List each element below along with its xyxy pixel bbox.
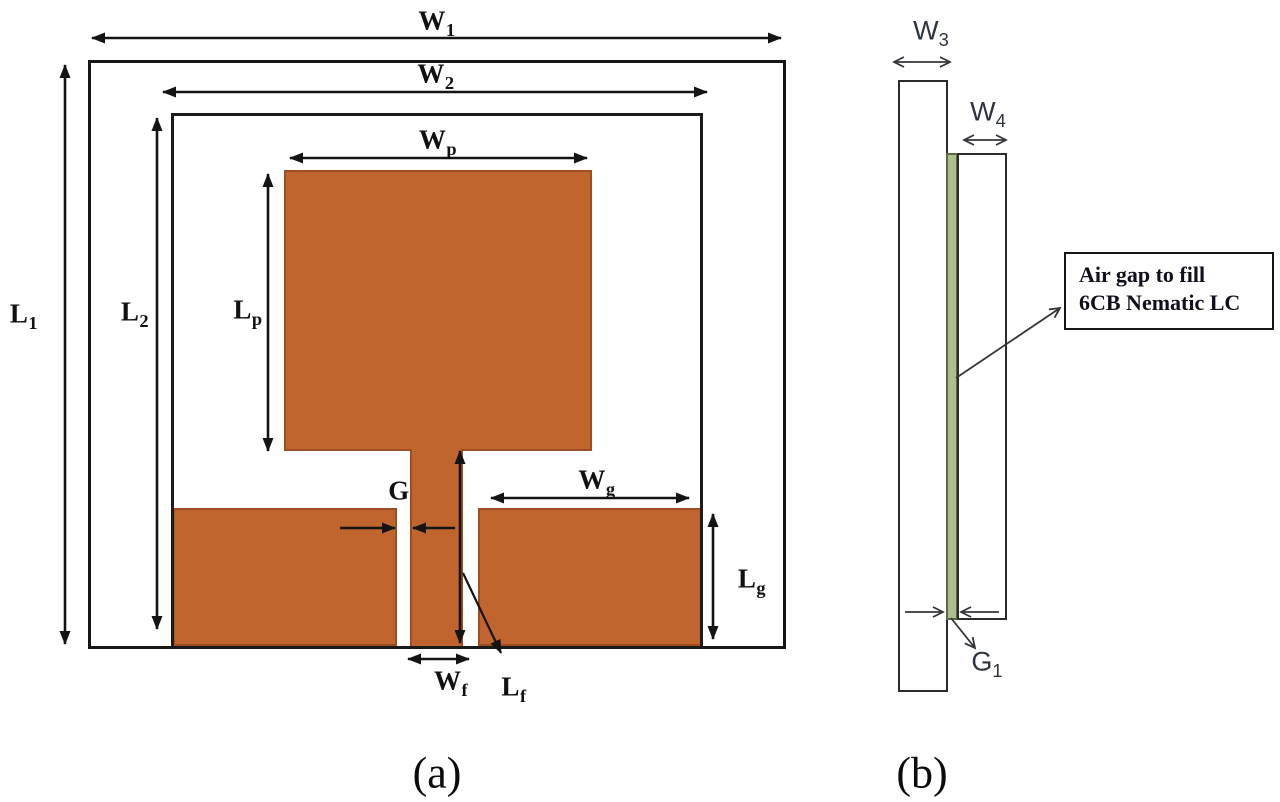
- side-substrate-right-rect: [957, 153, 1007, 620]
- dimension-label-g1: G1: [971, 646, 1003, 681]
- annotation-line-2: 6CB Nematic LC: [1079, 290, 1241, 315]
- dimension-label-w4: W4: [970, 96, 1006, 131]
- g1-leader-arrow: [950, 617, 975, 648]
- caption-a: (a): [412, 748, 462, 798]
- dimension-label-wf: Wf: [433, 665, 469, 700]
- dimension-label-l1: L1: [9, 298, 39, 333]
- dimension-label-w2: W2: [417, 58, 455, 93]
- dimension-label-wp: Wp: [418, 124, 458, 159]
- annotation-box: Air gap to fill 6CB Nematic LC: [1064, 252, 1274, 330]
- dimension-label-w3: W3: [913, 15, 949, 50]
- annotation-line-1: Air gap to fill: [1079, 262, 1206, 287]
- inner-cavity-rect: [171, 113, 703, 649]
- caption-b: (b): [896, 748, 948, 798]
- dimension-label-wg: Wg: [578, 464, 616, 499]
- dimension-label-l2: L2: [120, 296, 150, 331]
- dimension-label-lp: Lp: [233, 294, 263, 329]
- dimension-label-w1: W1: [418, 5, 456, 40]
- dimension-label-lg: Lg: [737, 563, 767, 598]
- dimension-label-g: G: [388, 475, 410, 506]
- dimension-label-lf: Lf: [501, 671, 527, 706]
- ground-left-rect: [173, 508, 397, 646]
- side-substrate-left-rect: [898, 80, 948, 692]
- ground-right-rect: [478, 508, 702, 646]
